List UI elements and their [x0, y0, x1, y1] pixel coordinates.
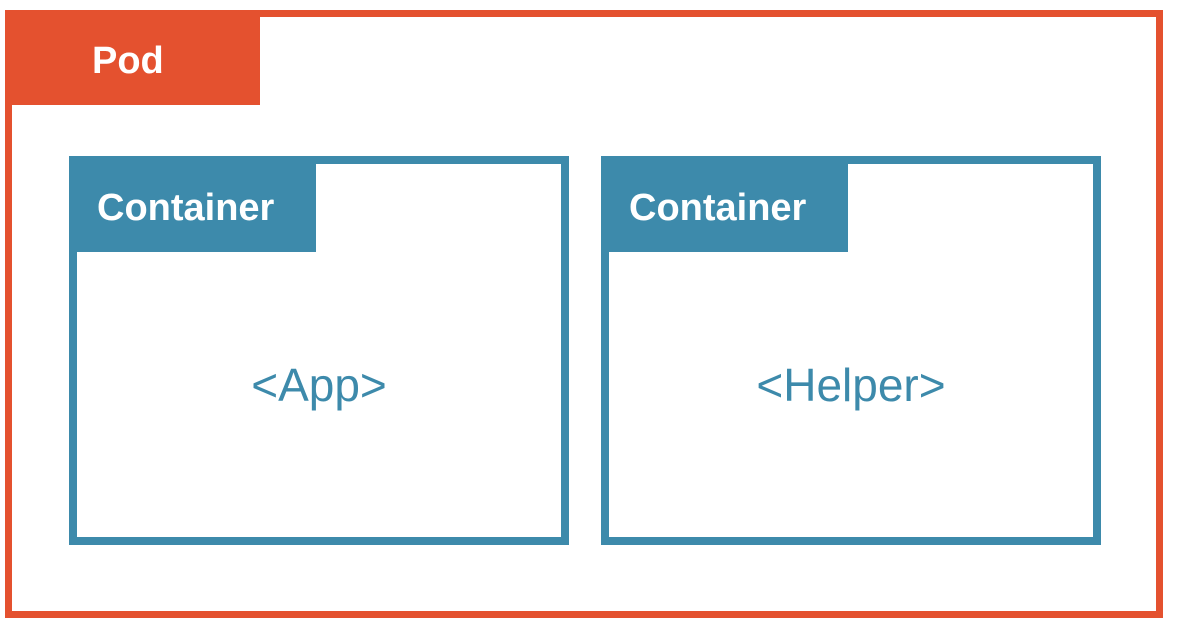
helper-container-box: Container <Helper>: [601, 156, 1101, 545]
pod-label: Pod: [12, 17, 260, 105]
app-container-label: Container: [77, 164, 316, 252]
app-container-content: <App>: [251, 358, 387, 411]
helper-container-content: <Helper>: [756, 358, 946, 411]
helper-container-label: Container: [609, 164, 848, 252]
app-container-box: Container <App>: [69, 156, 569, 545]
pod-box: Pod: [5, 10, 1163, 618]
